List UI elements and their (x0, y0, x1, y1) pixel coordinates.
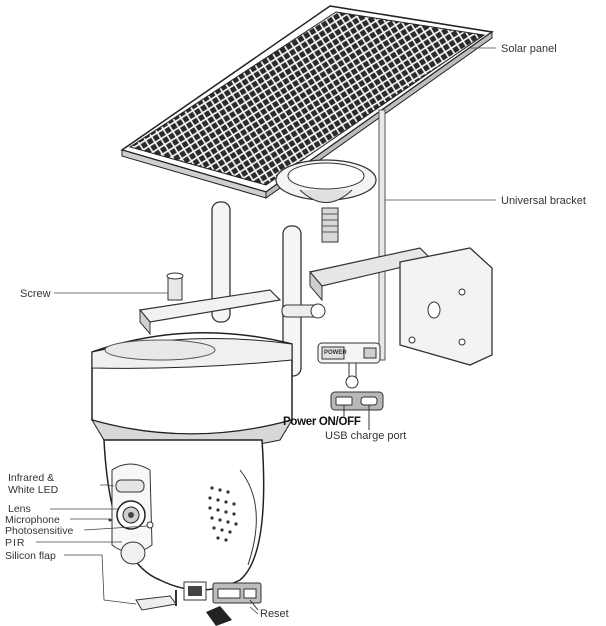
power-box (317, 342, 384, 430)
antennas (211, 201, 302, 377)
label-microphone: Microphone (5, 514, 60, 526)
camera-mount (138, 272, 326, 336)
camera-body (90, 332, 294, 591)
label-reset: Reset (260, 608, 289, 620)
label-silicon-flap: Silicon flap (5, 550, 56, 562)
label-universal-bracket: Universal bracket (501, 195, 586, 207)
label-infrared-line2: White LED (8, 484, 59, 496)
label-lens: Lens (8, 503, 31, 515)
universal-bracket (275, 109, 493, 366)
label-pir: PIR (5, 537, 26, 549)
label-solar-panel: Solar panel (501, 43, 557, 55)
label-power-switch-mark: POWER (324, 350, 347, 356)
label-power-on-off: Power ON/OFF (283, 416, 361, 428)
leader-lines (36, 47, 496, 615)
sd-card-area (135, 581, 262, 626)
label-photosensitive: Photosensitive (5, 525, 74, 537)
label-infrared-line1: Infrared & (8, 472, 55, 484)
label-screw: Screw (20, 288, 51, 300)
label-usb-charge-port: USB charge port (325, 430, 407, 442)
